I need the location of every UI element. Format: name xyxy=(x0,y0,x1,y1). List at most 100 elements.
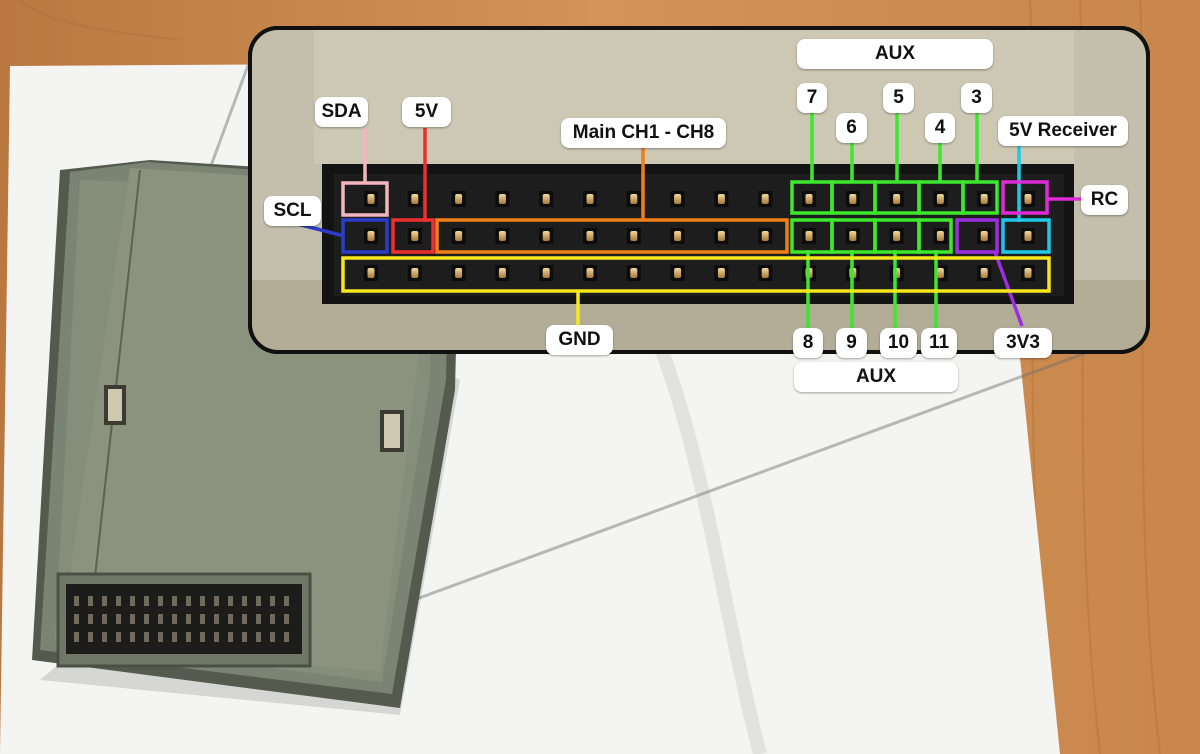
device-header-pin xyxy=(242,632,247,642)
device-header-pin xyxy=(256,614,261,624)
header-pin xyxy=(1024,194,1032,204)
device-header-pin xyxy=(270,614,275,624)
scl-box xyxy=(341,218,389,254)
device-header-pin xyxy=(144,614,149,624)
header-pin xyxy=(805,231,813,241)
device-header-pin xyxy=(186,632,191,642)
projection-line xyxy=(304,328,1149,642)
device-header-pin xyxy=(256,632,261,642)
header-pin xyxy=(1024,231,1032,241)
header-pin xyxy=(411,194,419,204)
device-header-pin xyxy=(200,632,205,642)
header-pin xyxy=(367,268,375,278)
aux-box-11 xyxy=(917,218,953,254)
header-pin xyxy=(630,231,638,241)
header-pin xyxy=(674,268,682,278)
device-header-pin-grid xyxy=(74,596,289,642)
aux-11-label: 11 xyxy=(921,328,957,358)
aux-9-label: 9 xyxy=(836,328,867,358)
v3v3-box xyxy=(955,218,999,254)
3v3-label: 3V3 xyxy=(994,328,1052,358)
device-header-pins xyxy=(66,584,302,654)
device-header-pin xyxy=(200,614,205,624)
header-pin xyxy=(936,231,944,241)
device-header-pin xyxy=(214,614,219,624)
device-header-pin xyxy=(186,596,191,606)
device-header-pin xyxy=(144,596,149,606)
device-header-pin xyxy=(88,596,93,606)
aux-4-label: 4 xyxy=(925,113,955,143)
header-pin xyxy=(761,231,769,241)
device-header-pin xyxy=(242,614,247,624)
receiver-box xyxy=(1001,218,1051,254)
device-header-pin xyxy=(284,596,289,606)
aux-5-label: 5 xyxy=(883,83,914,113)
sda-box xyxy=(341,181,389,217)
header-pin xyxy=(542,268,550,278)
header-pin xyxy=(367,194,375,204)
header-pin xyxy=(455,231,463,241)
header-pin xyxy=(498,194,506,204)
header-pin xyxy=(893,231,901,241)
device-header-pin xyxy=(186,614,191,624)
header-pin xyxy=(411,231,419,241)
device-header-pin xyxy=(284,632,289,642)
device-header-pin xyxy=(102,596,107,606)
main-box xyxy=(435,218,789,254)
device-header-pin xyxy=(74,596,79,606)
device-header-pin xyxy=(228,596,233,606)
header-pin xyxy=(498,231,506,241)
5v-receiver-label: 5V Receiver xyxy=(998,116,1128,146)
header-pin xyxy=(674,194,682,204)
rc-label: RC xyxy=(1081,185,1128,215)
device-header-pin xyxy=(116,614,121,624)
header-pin-grid xyxy=(364,191,1035,281)
device-header-pin xyxy=(270,596,275,606)
header-pin xyxy=(455,194,463,204)
header-pin xyxy=(542,194,550,204)
header-pin xyxy=(586,231,594,241)
main-ch1-ch8-label: Main CH1 - CH8 xyxy=(561,118,726,148)
header-pin xyxy=(849,194,857,204)
device-header-pin xyxy=(102,614,107,624)
header-pin xyxy=(674,231,682,241)
device-header-pin xyxy=(158,614,163,624)
device-header-pin xyxy=(116,596,121,606)
aux-3-label: 3 xyxy=(961,83,992,113)
device-header-pin xyxy=(144,632,149,642)
device-header-pin xyxy=(214,596,219,606)
device-header-pin xyxy=(88,632,93,642)
device-header-pin xyxy=(74,632,79,642)
gnd-box xyxy=(341,256,1051,293)
v5-box xyxy=(391,218,435,254)
jst-connector xyxy=(104,385,126,425)
aux-8-label: 8 xyxy=(793,328,823,358)
header-pin xyxy=(980,231,988,241)
header-pin xyxy=(367,231,375,241)
device-header-pin xyxy=(242,596,247,606)
header-pin xyxy=(849,231,857,241)
header-pin xyxy=(717,268,725,278)
aux-6-label: 6 xyxy=(836,113,867,143)
header-well-inner xyxy=(334,174,1064,296)
aux-10-label: 10 xyxy=(880,328,917,358)
header-pin xyxy=(586,268,594,278)
header-pin xyxy=(630,268,638,278)
5v-label: 5V xyxy=(402,97,451,127)
header-pin xyxy=(498,268,506,278)
device-header-pin xyxy=(284,614,289,624)
device-header-pin xyxy=(214,632,219,642)
device-header-pin xyxy=(158,596,163,606)
header-pin xyxy=(630,194,638,204)
device-header-pin xyxy=(130,614,135,624)
header-pin xyxy=(717,231,725,241)
device-header-pin xyxy=(228,614,233,624)
header-pin xyxy=(936,268,944,278)
header-pin xyxy=(805,194,813,204)
aux-box-3 xyxy=(961,180,999,215)
header-pin xyxy=(980,194,988,204)
header-pin xyxy=(411,268,419,278)
device-header-pin xyxy=(88,614,93,624)
header-pin xyxy=(455,268,463,278)
